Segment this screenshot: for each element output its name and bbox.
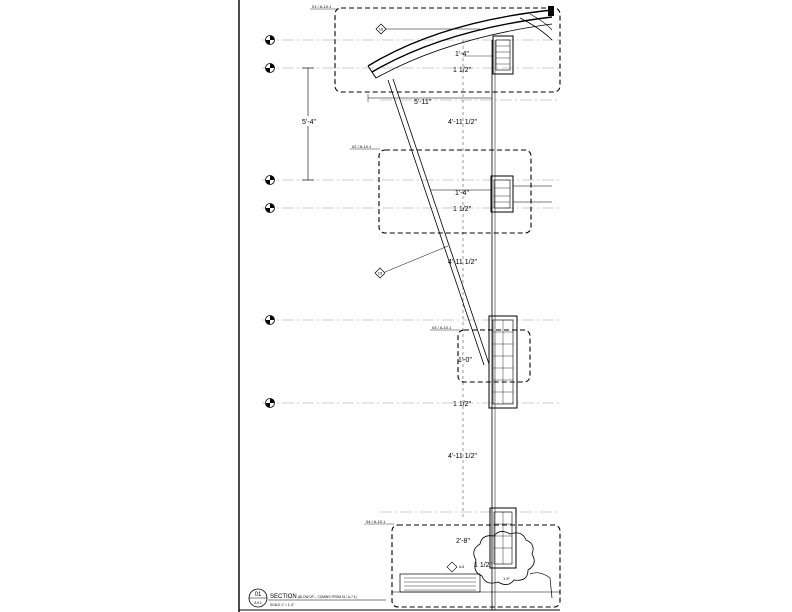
dim-label: 4'-11 1/2" (448, 119, 478, 126)
tag-a8-label: A-8 (459, 565, 464, 569)
level-markers (265, 35, 275, 408)
dim-label: 1 1/2" (453, 206, 472, 213)
dim-label: 4'-11 1/2" (448, 259, 478, 266)
diagonal-strut (387, 78, 490, 366)
dim-label: 5'-4" (302, 119, 316, 126)
level-marker (265, 398, 275, 408)
detail-box-01 (334, 7, 561, 93)
dim-label: 1'-4" (455, 190, 469, 197)
level-marker (265, 175, 275, 185)
detail-boxes (334, 7, 561, 608)
callout-02: 02 / A-10.1 (352, 144, 372, 149)
tag-a8: A-8 (446, 561, 464, 573)
level-marker (265, 35, 275, 45)
dim-label: 1'-4" (455, 51, 469, 58)
title-sheet: A-9.1 (254, 601, 262, 605)
mullion (462, 40, 496, 610)
callout-03: 03 / A-10.1 (432, 325, 452, 330)
title-scale: SCALE 1" = 1'-0" (270, 603, 294, 607)
dim-label: 1 1/2" (474, 562, 493, 569)
level-marker (265, 315, 275, 325)
footing (392, 531, 560, 599)
detail-box-04 (391, 524, 561, 608)
level-marker (265, 203, 275, 213)
sheet-border (238, 0, 560, 612)
level-marker (265, 63, 275, 73)
dim-5-4: 5'-4" (296, 67, 322, 181)
title-block: 01 A-9.1 SECTION (BLOW UP -- COMING FROM… (248, 588, 386, 608)
detail-callouts: 01 / A-10.1 02 / A-10.1 03 / A-10.1 04 /… (310, 4, 460, 525)
paving-hatch (404, 577, 476, 591)
callout-04: 04 / A-10.1 (366, 519, 386, 524)
dimension-labels: 1'-4" 1 1/2" 5'-11" 4'-11 1/2" 1'-4" 1 1… (367, 51, 511, 581)
anchor-assembly-low (488, 315, 518, 409)
title-number: 01 (255, 592, 262, 598)
tag-16-label: 16 (379, 27, 384, 32)
dim-label: 1 5" (503, 576, 511, 581)
dim-label: 5'-11" (414, 99, 432, 106)
dim-label: 1'-0" (458, 357, 472, 364)
canopy-roof (367, 6, 554, 79)
dim-label: 1 1/2" (453, 401, 472, 408)
anchor-assembly-mid (430, 175, 552, 213)
title-subtitle: (BLOW UP -- COMING FROM 01 / A-7.1) (298, 595, 357, 599)
anchor-assembly-bottom (489, 507, 517, 569)
dim-label: 4'-11 1/2" (448, 453, 478, 460)
level-lines (262, 39, 560, 513)
callout-01: 01 / A-10.1 (312, 4, 332, 9)
tag-15: 15 (374, 245, 449, 279)
dim-label: 1 1/2" (453, 67, 472, 74)
detail-box-03 (457, 329, 531, 383)
tag-15-label: 15 (378, 271, 383, 276)
detail-box-02 (378, 149, 532, 234)
tag-16: 16 (375, 23, 480, 35)
title-text: SECTION (270, 594, 297, 600)
dim-label: 2'-8" (456, 538, 470, 545)
anchor-assembly-top (492, 35, 514, 75)
